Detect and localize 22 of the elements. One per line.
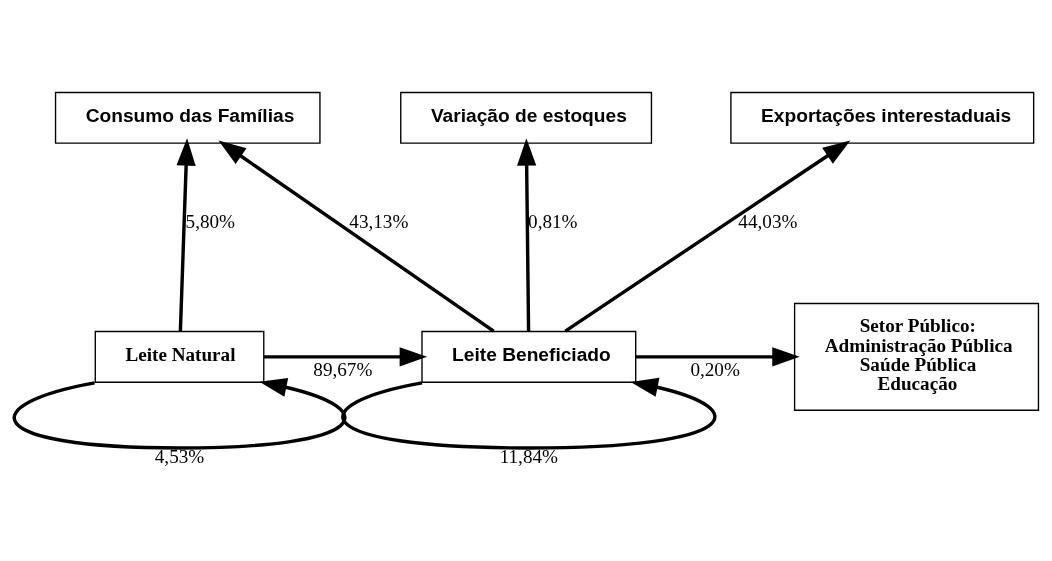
arrow <box>564 140 851 333</box>
arrow <box>218 140 495 333</box>
arrow <box>342 377 716 450</box>
arrow <box>635 347 800 367</box>
edge-label: 5,80% <box>185 211 236 233</box>
edge-label: 89,67% <box>313 359 373 381</box>
node-box: Exportações interestaduais <box>730 91 1035 144</box>
edge-label: 44,03% <box>738 211 798 233</box>
node-box: Leite Natural <box>94 330 265 383</box>
edge-label: 43,13% <box>349 211 409 233</box>
arrow <box>517 138 537 332</box>
edge-label: 0,20% <box>690 359 740 381</box>
arrow <box>13 377 346 450</box>
edge-label: 11,84% <box>499 446 559 468</box>
node-box: Variação de estoques <box>400 91 653 144</box>
node-box: Consumo das Famílias <box>54 91 321 144</box>
node-box: Setor Público: Administração Pública Saúde Pública Educação <box>793 302 1040 411</box>
edge-label: 4,53% <box>154 446 205 468</box>
node-box: Leite Beneficiado <box>421 330 637 383</box>
edge-label: 0,81% <box>528 211 578 233</box>
arrow <box>176 138 196 332</box>
arrow <box>264 347 428 367</box>
